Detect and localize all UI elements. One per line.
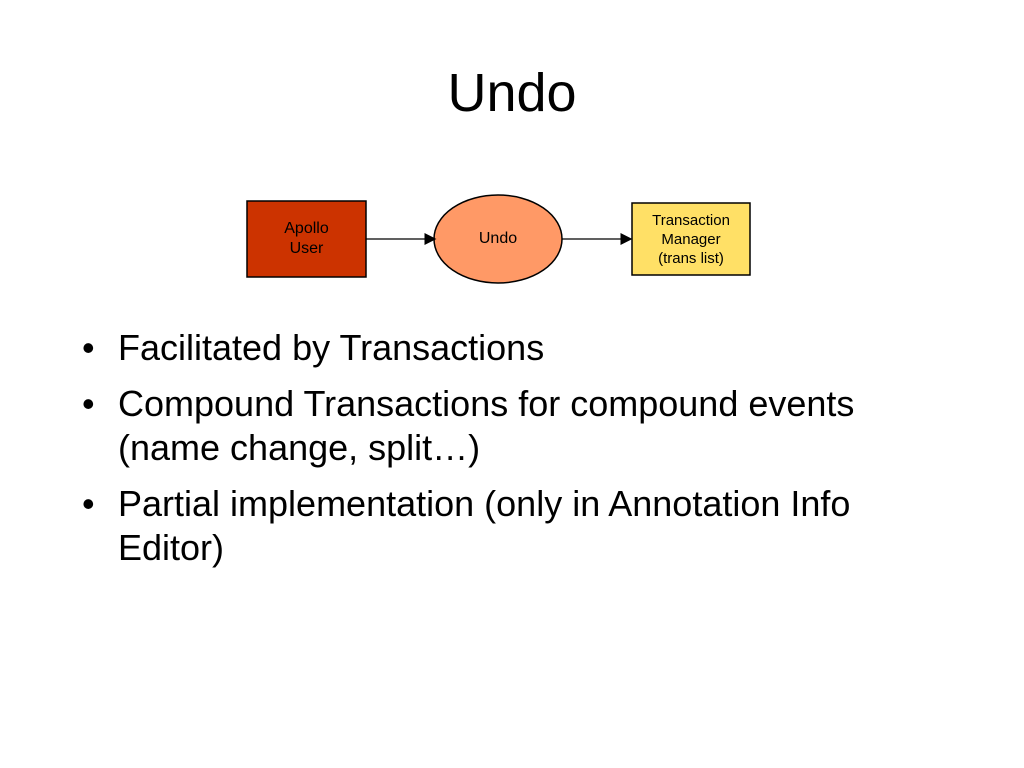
apollo-user-box xyxy=(246,200,367,278)
bullet-item: • Facilitated by Transactions xyxy=(80,326,960,370)
slide-title: Undo xyxy=(447,63,577,123)
transaction-manager-label: Transaction Manager (trans list) xyxy=(652,211,730,267)
bullet-text: Compound Transactions for compound event… xyxy=(118,383,855,468)
bullet-text: Facilitated by Transactions xyxy=(118,327,545,368)
flow-diagram-graphics xyxy=(246,194,751,284)
bullet-list: • Facilitated by Transactions • Compound… xyxy=(80,326,960,582)
undo-label: Undo xyxy=(478,230,518,247)
bullet-dot-icon: • xyxy=(82,327,95,368)
apollo-user-label: Apollo User xyxy=(284,220,329,257)
bullet-dot-icon: • xyxy=(82,383,95,424)
bullet-item: • Partial implementation (only in Annota… xyxy=(80,482,960,570)
flow-diagram: Apollo User Undo Transaction Manager (tr… xyxy=(0,0,1024,320)
bullet-text: Partial implementation (only in Annotati… xyxy=(118,483,851,568)
bullet-item: • Compound Transactions for compound eve… xyxy=(80,382,960,470)
bullet-dot-icon: • xyxy=(82,483,95,524)
